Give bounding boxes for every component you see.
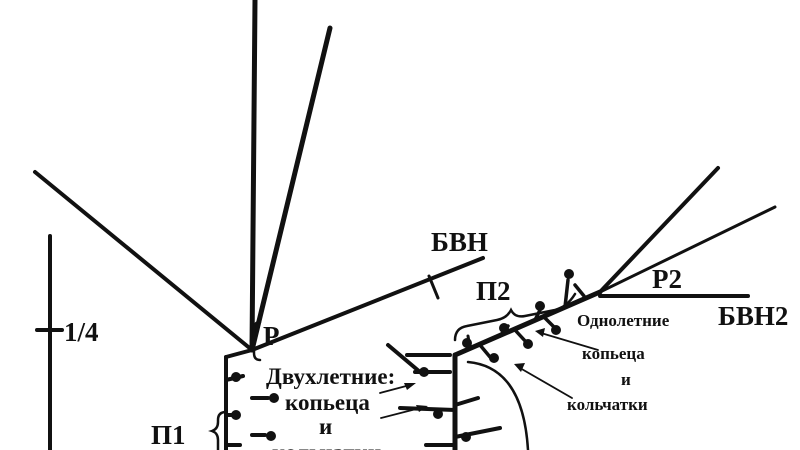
label-p: Р — [263, 321, 280, 351]
bvn-branch-line — [250, 256, 485, 352]
p2-bud-5 — [489, 353, 499, 363]
arrow-annual-1 — [540, 332, 599, 351]
label-bvn: БВН — [431, 227, 488, 257]
label-biennial-line1: копьеца — [285, 390, 370, 415]
center-bud-2 — [266, 431, 276, 441]
p2-bud-2 — [535, 301, 545, 311]
p-brace — [249, 320, 262, 362]
p1-bud-1 — [231, 372, 241, 382]
p2-spur-4 — [573, 283, 586, 298]
arrow-annual-head-1 — [535, 328, 545, 337]
bvn-tick-mark — [427, 274, 440, 300]
left-branch-line — [33, 170, 254, 352]
arrow-head-2 — [416, 405, 428, 412]
middle-bud-3 — [461, 432, 471, 442]
label-annual-line3: кольчатки — [567, 395, 648, 414]
p2-bud-6 — [523, 339, 533, 349]
label-annual-title: Однолетние — [577, 311, 670, 330]
central-leader-line — [249, 0, 258, 353]
middle-spur-2 — [398, 406, 457, 412]
p2-bud-8 — [462, 338, 472, 348]
p2-bud-7 — [551, 325, 561, 335]
p2-spur-5 — [478, 343, 492, 359]
label-biennial-line3: кольчатки — [272, 440, 381, 450]
arrow-biennial-1 — [379, 384, 411, 394]
p1-stub-top — [224, 348, 254, 359]
p2-bud-3 — [564, 269, 574, 279]
middle-diagonal-spur — [386, 343, 422, 374]
label-biennial-line2: и — [319, 414, 332, 439]
p2-bud-1 — [499, 323, 509, 333]
arrow-biennial-2 — [380, 407, 421, 419]
center-bud-1 — [269, 393, 279, 403]
label-quarter: 1/4 — [64, 317, 99, 347]
p2-spur-2 — [533, 308, 542, 322]
p1-bud-2 — [231, 410, 241, 420]
label-p2: П2 — [476, 276, 511, 306]
middle-bud-2 — [433, 409, 443, 419]
p2-shoot-grey — [598, 205, 777, 294]
label-annual-line2: и — [621, 370, 631, 389]
upper-branch-line — [249, 25, 333, 353]
arrow-annual-head-2 — [514, 363, 525, 372]
label-p1: П1 — [151, 420, 186, 450]
p2-brace — [453, 292, 577, 342]
middle-bud-1 — [419, 367, 429, 377]
label-bvn2: БВН2 — [718, 301, 788, 331]
label-biennial-title: Двухлетние: — [266, 364, 395, 389]
p1-brace — [208, 410, 228, 450]
p2-upper-shoot — [598, 166, 720, 294]
label-annual-line1: копьеца — [582, 344, 645, 363]
p2-spur-3 — [563, 278, 570, 309]
middle-right-spur-1 — [453, 396, 480, 407]
label-p2-top: Р2 — [652, 264, 682, 294]
arrow-head-1 — [404, 383, 416, 390]
arrow-annual-2 — [519, 367, 573, 399]
middle-arc — [466, 360, 530, 450]
